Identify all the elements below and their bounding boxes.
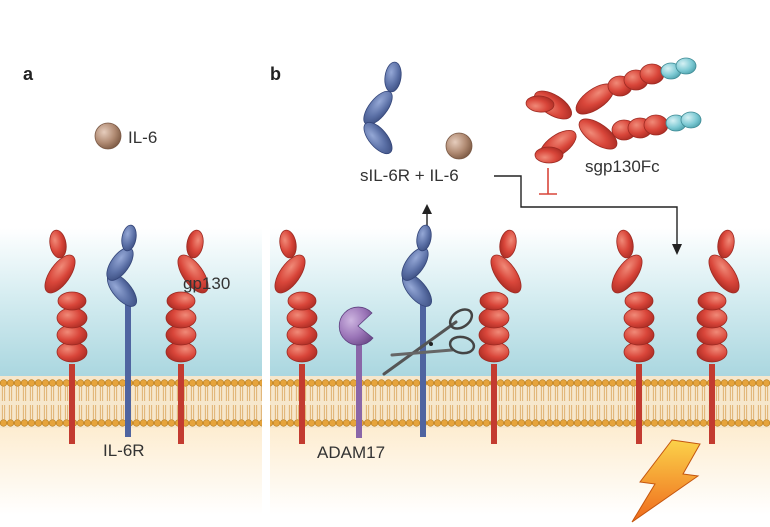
panel-b-letter: b	[270, 64, 281, 84]
adam17-protease	[338, 306, 374, 438]
sgp130fc-label: sgp130Fc	[585, 157, 660, 176]
il6-ligand-b	[445, 132, 473, 160]
adam17-label: ADAM17	[317, 443, 385, 462]
membrane-b	[270, 376, 770, 428]
trans-signaling-arrow	[494, 175, 682, 255]
complex-label: sIL-6R + IL-6	[360, 166, 459, 185]
inhibition-symbol	[539, 168, 557, 195]
sgp130fc	[525, 57, 702, 164]
panel-a-letter: a	[23, 64, 34, 84]
scissors-icon	[382, 308, 476, 376]
gp130-label: gp130	[183, 274, 230, 293]
il6-label-a: IL-6	[128, 128, 157, 147]
soluble-il6r	[363, 61, 402, 155]
lightning-bolt-icon	[631, 439, 701, 523]
il6r-label: IL-6R	[103, 441, 145, 460]
il6-ligand-a	[94, 122, 122, 150]
